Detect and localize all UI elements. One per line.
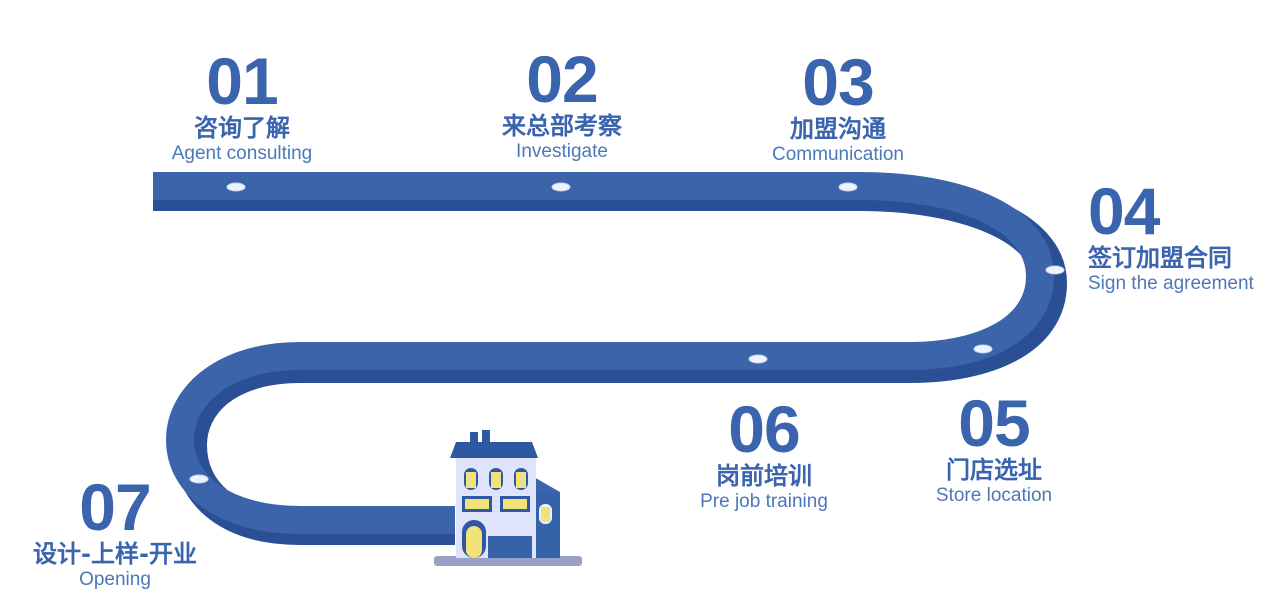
step-subtitle: Opening bbox=[79, 569, 151, 590]
step-number: 05 bbox=[958, 386, 1030, 460]
step-04: 04 签订加盟合同 Sign the agreement bbox=[1088, 178, 1254, 296]
step-number: 07 bbox=[79, 470, 151, 544]
step-subtitle: Agent consulting bbox=[171, 143, 313, 164]
step-title: 来总部考察 bbox=[502, 112, 622, 140]
step-subtitle: Sign the agreement bbox=[1088, 273, 1254, 294]
road-light-icon bbox=[973, 344, 993, 354]
step-01: 01 咨询了解 Agent consulting bbox=[172, 48, 313, 166]
road-light-icon bbox=[551, 182, 571, 192]
road-light-icon bbox=[838, 182, 858, 192]
road-light-icon bbox=[226, 182, 246, 192]
step-number: 03 bbox=[802, 45, 874, 119]
step-subtitle: Store location bbox=[935, 485, 1053, 506]
step-subtitle: Pre job training bbox=[700, 491, 828, 512]
step-03: 03 加盟沟通 Communication bbox=[772, 49, 904, 167]
road-light-icon bbox=[748, 354, 768, 364]
house-icon bbox=[434, 430, 582, 566]
step-07: 07 设计-上样-开业 Opening bbox=[33, 474, 197, 592]
step-06: 06 岗前培训 Pre job training bbox=[700, 396, 828, 514]
step-title: 加盟沟通 bbox=[790, 115, 886, 143]
road-light-icon bbox=[1045, 265, 1065, 275]
step-number: 04 bbox=[1088, 174, 1160, 248]
step-title: 门店选址 bbox=[946, 456, 1042, 484]
step-02: 02 来总部考察 Investigate bbox=[502, 46, 622, 164]
road-light-icon bbox=[189, 474, 209, 484]
step-title: 签订加盟合同 bbox=[1088, 244, 1232, 272]
step-05: 05 门店选址 Store location bbox=[936, 390, 1052, 508]
step-subtitle: Communication bbox=[772, 144, 904, 165]
step-subtitle: Investigate bbox=[516, 141, 608, 162]
step-title: 岗前培训 bbox=[715, 462, 812, 490]
step-number: 01 bbox=[206, 44, 278, 118]
step-title: 咨询了解 bbox=[194, 114, 290, 142]
road-surface bbox=[153, 172, 1055, 534]
step-number: 02 bbox=[526, 42, 598, 116]
step-title: 设计-上样-开业 bbox=[33, 540, 197, 568]
step-number: 06 bbox=[728, 392, 800, 466]
